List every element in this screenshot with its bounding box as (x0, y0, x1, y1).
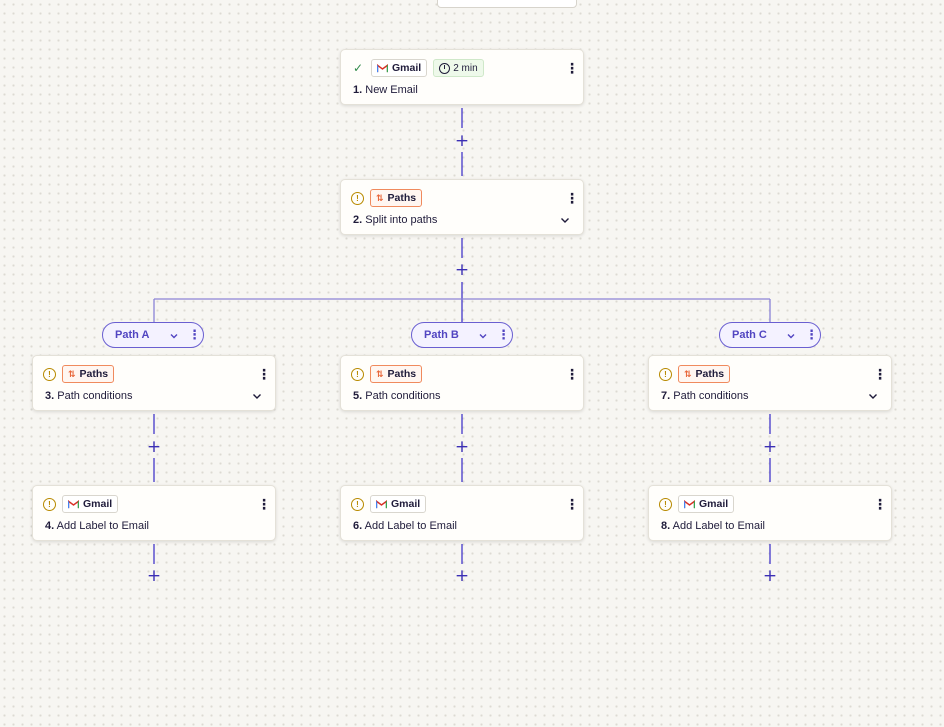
app-badge-paths: ⇅ Paths (678, 365, 731, 383)
step-menu-icon[interactable]: ⋮ (257, 496, 271, 512)
add-step-button[interactable]: + (454, 260, 470, 280)
step-menu-icon[interactable]: ⋮ (565, 366, 579, 382)
step-card-3[interactable]: ! ⇅ Paths ⋮ 3. Path conditions (32, 355, 276, 411)
app-name: Paths (695, 368, 725, 380)
app-name: Gmail (699, 498, 729, 510)
add-step-button[interactable]: + (454, 437, 470, 457)
step-card-4[interactable]: ! Gmail ⋮ 4. Add Label to Email (32, 485, 276, 541)
path-label: Path C (732, 329, 767, 341)
warning-icon: ! (43, 497, 56, 511)
time-badge: 2 min (433, 59, 484, 77)
step-title: 8. Add Label to Email (661, 520, 765, 532)
paths-icon: ⇅ (376, 192, 384, 203)
path-menu-icon[interactable]: ⋮ (805, 327, 818, 342)
app-badge-gmail: Gmail (678, 495, 735, 513)
path-pill-b[interactable]: Path B ⋮ (411, 322, 513, 348)
step-menu-icon[interactable]: ⋮ (565, 60, 579, 76)
step-menu-icon[interactable]: ⋮ (873, 366, 887, 382)
add-step-button[interactable]: + (762, 566, 778, 586)
path-menu-icon[interactable]: ⋮ (188, 327, 201, 342)
add-step-button[interactable]: + (454, 566, 470, 586)
add-step-button[interactable]: + (146, 566, 162, 586)
step-number: 7. (661, 390, 671, 402)
app-name: Paths (387, 192, 417, 204)
step-card-2[interactable]: ! ⇅ Paths ⋮ 2. Split into paths (340, 179, 584, 235)
chevron-down-icon[interactable] (251, 390, 263, 402)
gmail-icon (376, 499, 387, 508)
app-name: Paths (387, 368, 417, 380)
step-number: 2. (353, 214, 363, 226)
step-menu-icon[interactable]: ⋮ (565, 190, 579, 206)
paths-icon: ⇅ (68, 368, 76, 379)
gmail-icon (684, 499, 695, 508)
warning-icon: ! (351, 367, 364, 381)
app-name: Gmail (83, 498, 113, 510)
step-title-text: Split into paths (365, 214, 438, 226)
app-name: Gmail (392, 62, 422, 74)
app-name: Paths (79, 368, 109, 380)
step-title-text: Add Label to Email (56, 520, 149, 532)
step-card-6[interactable]: ! Gmail ⋮ 6. Add Label to Email (340, 485, 584, 541)
step-title: 6. Add Label to Email (353, 520, 457, 532)
app-badge-paths: ⇅ Paths (370, 365, 423, 383)
step-number: 5. (353, 390, 363, 402)
step-title-text: Add Label to Email (672, 520, 765, 532)
app-badge-gmail: Gmail (370, 495, 427, 513)
chevron-down-icon[interactable] (169, 331, 179, 341)
step-menu-icon[interactable]: ⋮ (565, 496, 579, 512)
step-menu-icon[interactable]: ⋮ (257, 366, 271, 382)
previous-panel-edge (437, 0, 577, 8)
time-label: 2 min (453, 62, 478, 74)
add-step-button[interactable]: + (146, 437, 162, 457)
check-icon: ✓ (352, 61, 364, 75)
app-badge-gmail: Gmail (371, 59, 428, 77)
step-number: 1. (353, 84, 363, 96)
step-number: 4. (45, 520, 55, 532)
chevron-down-icon[interactable] (559, 214, 571, 226)
gmail-icon (68, 499, 79, 508)
chevron-down-icon[interactable] (478, 331, 488, 341)
warning-icon: ! (351, 497, 364, 511)
step-menu-icon[interactable]: ⋮ (873, 496, 887, 512)
paths-icon: ⇅ (376, 368, 384, 379)
path-pill-c[interactable]: Path C ⋮ (719, 322, 821, 348)
step-title-text: Path conditions (365, 390, 441, 402)
path-pill-a[interactable]: Path A ⋮ (102, 322, 204, 348)
step-title: 1. New Email (353, 84, 418, 96)
step-title-text: Add Label to Email (364, 520, 457, 532)
step-title: 5. Path conditions (353, 390, 440, 402)
path-menu-icon[interactable]: ⋮ (497, 327, 510, 342)
chevron-down-icon[interactable] (786, 331, 796, 341)
step-title-text: New Email (365, 84, 418, 96)
step-card-8[interactable]: ! Gmail ⋮ 8. Add Label to Email (648, 485, 892, 541)
step-number: 6. (353, 520, 363, 532)
chevron-down-icon[interactable] (867, 390, 879, 402)
step-card-1[interactable]: ✓ Gmail 2 min ⋮ 1. New Email (340, 49, 584, 105)
step-title: 4. Add Label to Email (45, 520, 149, 532)
add-step-button[interactable]: + (762, 437, 778, 457)
app-name: Gmail (391, 498, 421, 510)
step-title-text: Path conditions (57, 390, 133, 402)
warning-icon: ! (659, 367, 672, 381)
step-card-5[interactable]: ! ⇅ Paths ⋮ 5. Path conditions (340, 355, 584, 411)
warning-icon: ! (43, 367, 56, 381)
warning-icon: ! (659, 497, 672, 511)
path-label: Path A (115, 329, 150, 341)
step-card-7[interactable]: ! ⇅ Paths ⋮ 7. Path conditions (648, 355, 892, 411)
clock-icon (439, 62, 451, 74)
step-title-text: Path conditions (673, 390, 749, 402)
app-badge-paths: ⇅ Paths (62, 365, 115, 383)
warning-icon: ! (351, 191, 364, 205)
path-label: Path B (424, 329, 459, 341)
app-badge-gmail: Gmail (62, 495, 119, 513)
step-title: 2. Split into paths (353, 214, 437, 226)
paths-icon: ⇅ (684, 368, 692, 379)
step-title: 3. Path conditions (45, 390, 132, 402)
gmail-icon (377, 63, 388, 72)
add-step-button[interactable]: + (454, 131, 470, 151)
step-title: 7. Path conditions (661, 390, 748, 402)
step-number: 3. (45, 390, 55, 402)
step-number: 8. (661, 520, 671, 532)
app-badge-paths: ⇅ Paths (370, 189, 423, 207)
